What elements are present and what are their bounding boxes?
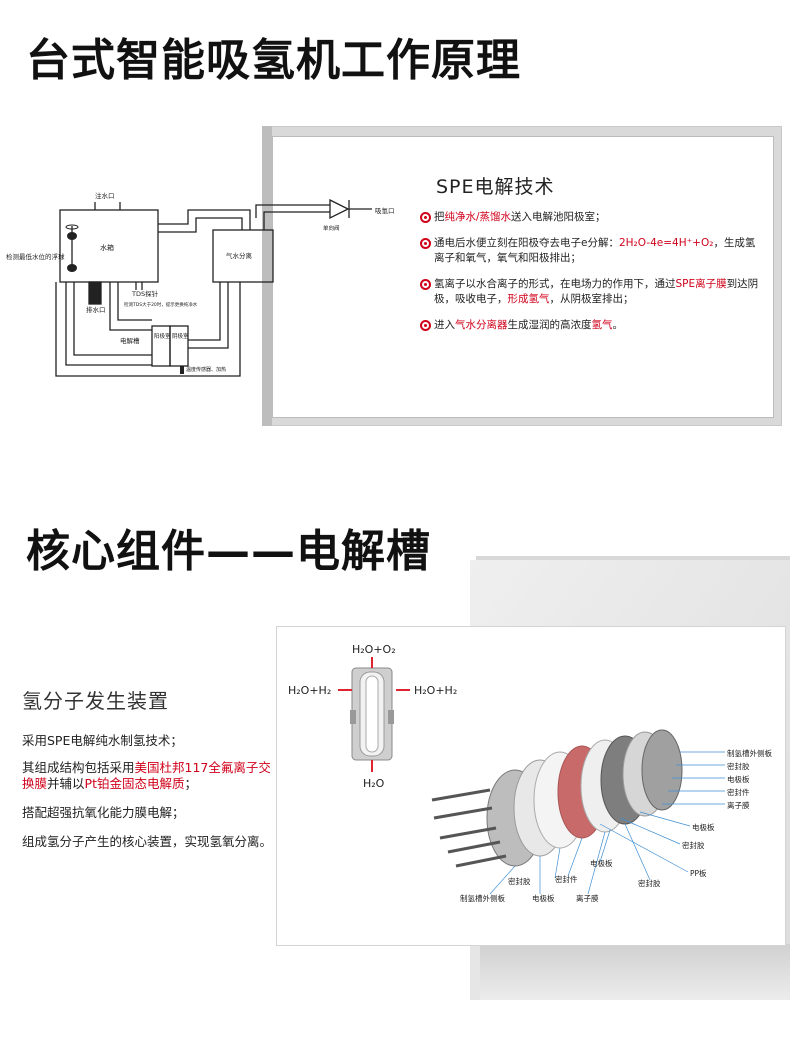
spe-bullet: 通电后水便立刻在阳极夺去电子e分解：2H₂O-4e=4H⁺+O₂，生成氢离子和氧…: [420, 236, 765, 266]
highlight-text: 2H₂O-4e=4H⁺+O₂: [618, 237, 714, 249]
text-run: ，生成氢离子和氧气，氧气和阳极排出；: [434, 237, 756, 264]
label-tds: TDS探针: [131, 289, 159, 298]
spe-bullet: 进入气水分离器生成湿润的高浓度氢气。: [420, 318, 765, 333]
section2-title: 核心组件——电解槽: [26, 526, 431, 577]
highlight-text: 纯净水/蒸馏水: [444, 211, 512, 223]
part-label: 密封胶: [727, 762, 750, 771]
text-run: 组成氢分子产生的核心装置，实现氢氧分离。: [22, 834, 273, 849]
flow-label-left: H₂O+H₂: [288, 684, 331, 697]
bullet-dot-icon: [420, 212, 431, 223]
text-run: 送入电解池阳极室；: [511, 211, 606, 223]
flow-label-right: H₂O+H₂: [414, 684, 457, 697]
exploded-plates: [486, 729, 683, 867]
gas-water-separator: [212, 229, 274, 283]
float-ball-icon: [67, 232, 77, 240]
board-shadow: [480, 944, 790, 1000]
whiteboard: [272, 136, 774, 418]
section1-title: 台式智能吸氢机工作原理: [26, 35, 521, 86]
label-float: 检测最低水位的浮球: [6, 252, 65, 261]
text-run: 采用SPE电解纯水制氢技术；: [22, 733, 183, 748]
part-label: 密封胶: [508, 877, 531, 886]
part-label: 制氢槽外侧板: [460, 894, 505, 903]
part-label: PP板: [690, 869, 707, 878]
spe-bullet: 氢离子以水合离子的形式，在电场力的作用下，通过SPE离子膜到达阴极，吸收电子，形…: [420, 277, 765, 307]
label-tds-note: 检测TDS大于20时，提示更换纯净水: [124, 301, 198, 308]
text-run: 。: [612, 319, 624, 331]
wall-edge: [476, 556, 790, 560]
part-label: 密封胶: [638, 879, 661, 888]
text-run: 生成湿润的高浓度: [507, 319, 592, 331]
part-label: 制氢槽外侧板: [727, 749, 772, 758]
paragraph-4: 组成氢分子产生的核心装置，实现氢氧分离。: [22, 834, 272, 850]
bullet-dot-icon: [420, 238, 431, 249]
paragraph-3: 搭配超强抗氧化能力膜电解；: [22, 805, 272, 821]
label-drain: 排水口: [86, 305, 106, 314]
text-run: 进入: [434, 319, 455, 331]
part-label: 密封件: [555, 875, 578, 884]
label-check-valve: 单向阀: [323, 224, 340, 232]
label-outlet: 吸氢口: [375, 206, 395, 215]
text-run: 把: [434, 211, 445, 223]
assembled-cell: [350, 667, 394, 761]
text-run: 并辅以: [47, 776, 85, 791]
part-label: 电极板: [727, 775, 750, 784]
label-tank: 水箱: [100, 243, 114, 252]
highlight-text: 美国杜邦117全氟离子交换膜: [22, 760, 271, 791]
text-run: 通电后水便立刻在阳极夺去电子e分解：: [434, 237, 619, 249]
part-label: 电极板: [532, 894, 555, 903]
label-separator: 气水分离: [226, 251, 253, 260]
spe-bullet: 把纯净水/蒸馏水送入电解池阳极室；: [420, 210, 765, 225]
bullet-dot-icon: [420, 279, 431, 290]
water-tank: [59, 209, 159, 283]
highlight-text: Pt铂金固态电解质: [84, 776, 185, 791]
text-run: ，从阴极室排出；: [549, 293, 634, 305]
text-run: 到达阴极，吸收电子，: [434, 278, 759, 305]
highlight-text: 气水分离器: [455, 319, 508, 331]
text-run: 其组成结构包括采用: [22, 760, 135, 775]
part-label: 电极板: [692, 823, 715, 832]
bullet-dot-icon: [420, 320, 431, 331]
part-label: 密封胶: [682, 841, 705, 850]
paragraph-1: 采用SPE电解纯水制氢技术；: [22, 733, 272, 749]
label-heater: 温度传感器、加热: [186, 366, 226, 373]
highlight-text: SPE离子膜: [675, 278, 727, 290]
highlight-text: 形成氢气: [507, 293, 550, 305]
text-run: ；: [184, 776, 197, 791]
label-anode: 阳极室: [154, 332, 171, 340]
cathode-chamber: [169, 325, 189, 367]
part-label: 密封件: [727, 788, 750, 797]
text-run: 氢离子以水合离子的形式，在电场力的作用下，通过: [434, 278, 676, 290]
paragraph-2: 其组成结构包括采用美国杜邦117全氟离子交换膜并辅以Pt铂金固态电解质；: [22, 760, 272, 792]
part-label: 电极板: [590, 859, 613, 868]
highlight-text: 氢气: [591, 319, 613, 331]
part-label: 离子膜: [576, 894, 599, 903]
label-inlet: 注水口: [95, 191, 115, 200]
part-label: 离子膜: [727, 801, 750, 810]
flow-label-top: H₂O+O₂: [352, 643, 396, 656]
label-cathode: 阴极室: [172, 332, 189, 340]
text-run: 搭配超强抗氧化能力膜电解；: [22, 805, 185, 820]
spe-bullet-list: 把纯净水/蒸馏水送入电解池阳极室； 通电后水便立刻在阳极夺去电子e分解：2H₂O-…: [420, 210, 765, 344]
section2-subtitle: 氢分子发生装置: [22, 689, 169, 713]
spe-title: SPE电解技术: [436, 176, 555, 198]
label-cell: 电解槽: [120, 336, 140, 345]
flow-label-bottom: H₂O: [363, 777, 385, 790]
